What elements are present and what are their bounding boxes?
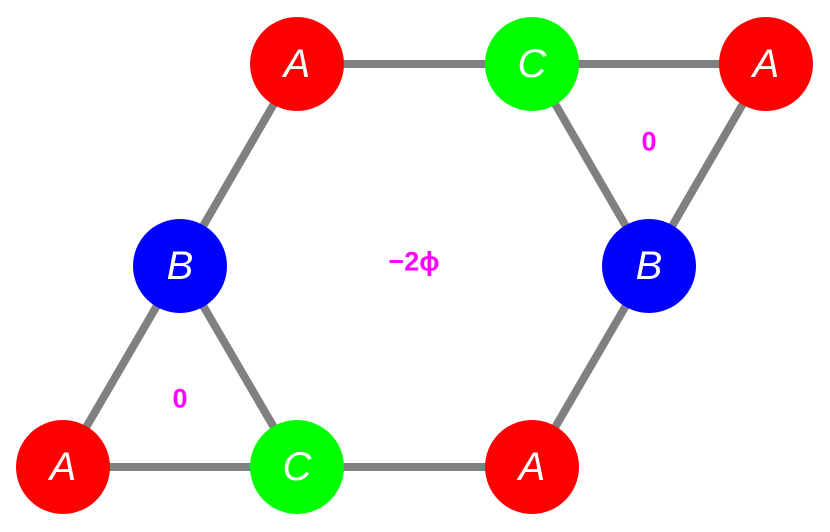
site-label: A <box>752 42 780 86</box>
site-c-top: C <box>485 17 579 111</box>
site-a-top-left: A <box>250 17 344 111</box>
site-a-top-right: A <box>719 17 813 111</box>
flux-label-upper-right-triangle: 0 <box>641 126 657 157</box>
flux-label-center: −2ϕ <box>388 246 440 277</box>
site-label: B <box>166 244 194 288</box>
site-a-bottom-left: A <box>16 420 110 514</box>
site-b-right: B <box>602 219 696 313</box>
site-b-left: B <box>133 219 227 313</box>
site-label: C <box>517 42 547 86</box>
site-label: C <box>282 445 312 489</box>
site-c-bottom: C <box>250 420 344 514</box>
site-label: A <box>283 42 311 86</box>
site-label: A <box>518 445 546 489</box>
flux-label-lower-left-triangle: 0 <box>172 383 188 414</box>
site-a-bottom-right: A <box>485 420 579 514</box>
site-label: A <box>49 445 77 489</box>
site-label: B <box>635 244 663 288</box>
